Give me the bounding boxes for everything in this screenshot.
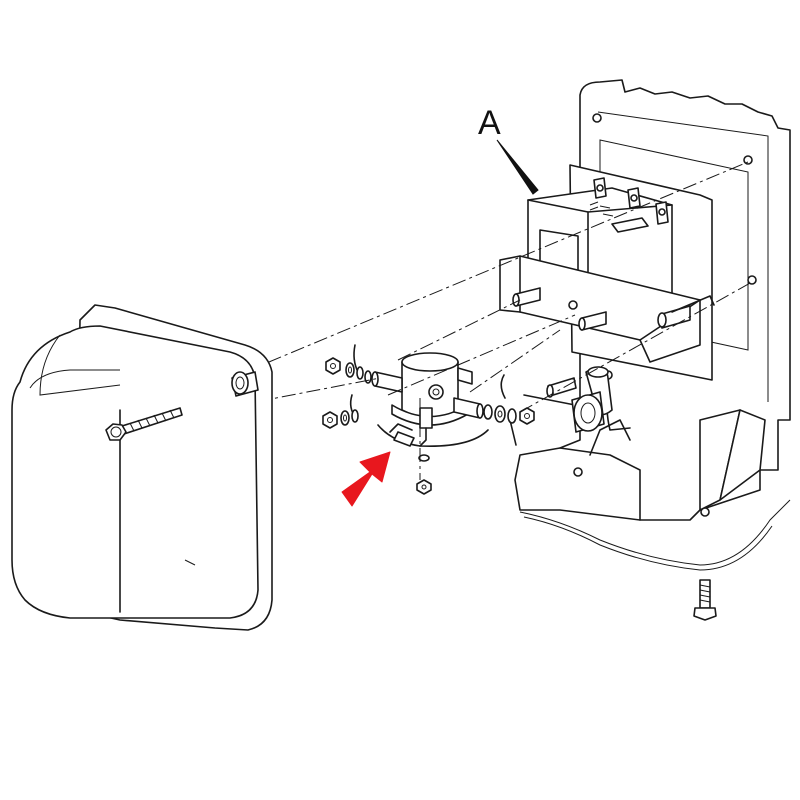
washer (483, 404, 493, 420)
solenoid (371, 352, 489, 447)
solenoid-terminal-stud (453, 397, 484, 419)
washer (340, 410, 350, 426)
hex-nut (322, 411, 338, 429)
solenoid-terminal-stud (371, 371, 403, 393)
frame-contour (519, 499, 791, 571)
washer (494, 405, 506, 423)
lock-washer (418, 454, 430, 462)
cover-screw (105, 407, 183, 441)
callout-a: A (478, 104, 539, 195)
hex-nut (416, 479, 432, 495)
hardware-nuts-washers (322, 344, 535, 495)
lock-washer (356, 366, 364, 380)
lock-washer (351, 409, 359, 423)
cover-standoff (231, 371, 259, 397)
callout-a-pointer (496, 139, 539, 195)
highlight-arrow (341, 451, 391, 507)
callout-a-label: A (478, 104, 501, 142)
bracket-bolt (578, 311, 607, 331)
frame-bolt (693, 579, 717, 621)
washer (364, 370, 372, 384)
capacitor (523, 366, 631, 433)
bracket-bolt (512, 287, 541, 307)
protective-cover (11, 304, 273, 631)
hex-nut (325, 357, 341, 375)
controller-assembly (499, 139, 749, 381)
washer (345, 362, 355, 378)
solenoid-terminal-stud (457, 367, 473, 385)
lock-washer (507, 408, 517, 424)
